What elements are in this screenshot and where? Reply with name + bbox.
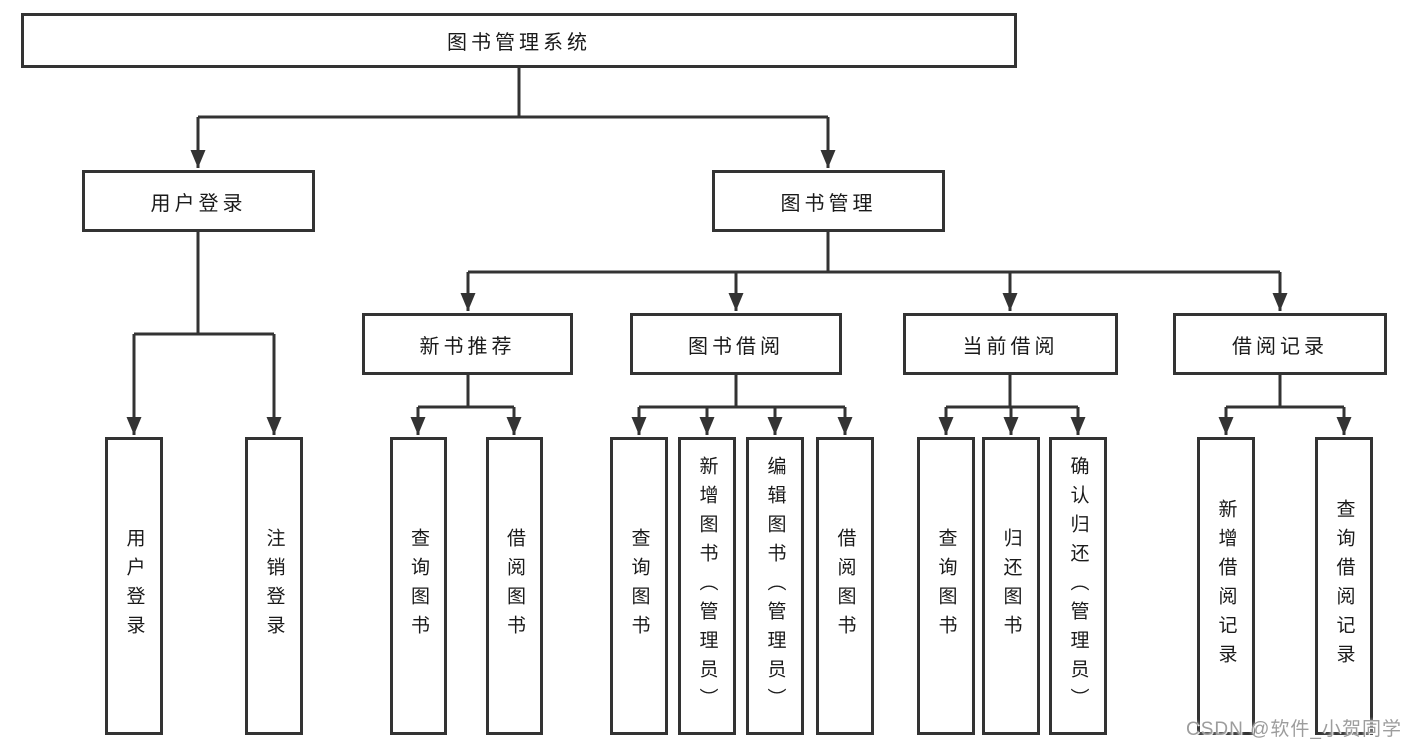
node-leaf-logout: 注销登录 [245,437,303,735]
node-leaf-edit-books-admin: 编辑图书（管理员） [746,437,804,735]
node-leaf-user-login: 用户登录 [105,437,163,735]
node-borrowing-records: 借阅记录 [1173,313,1387,375]
node-current-borrowing: 当前借阅 [903,313,1118,375]
node-leaf-query-books-current: 查询图书 [917,437,975,735]
node-leaf-query-borrow-record: 查询借阅记录 [1315,437,1373,735]
arrow-lines [126,117,1352,435]
node-root-library-system: 图书管理系统 [21,13,1017,68]
node-leaf-return-books: 归还图书 [982,437,1040,735]
node-leaf-confirm-return-admin: 确认归还（管理员） [1049,437,1107,735]
trunk-lines [134,68,1344,409]
node-leaf-query-books-borrowing: 查询图书 [610,437,668,735]
node-leaf-borrow-books-recommend: 借阅图书 [486,437,543,735]
node-leaf-borrow-books-borrowing: 借阅图书 [816,437,874,735]
node-user-login: 用户登录 [82,170,315,232]
node-leaf-add-borrow-record: 新增借阅记录 [1197,437,1255,735]
node-new-book-recommend: 新书推荐 [362,313,573,375]
node-book-management: 图书管理 [712,170,945,232]
node-leaf-query-books-recommend: 查询图书 [390,437,447,735]
node-book-borrowing: 图书借阅 [630,313,842,375]
node-leaf-add-books-admin: 新增图书（管理员） [678,437,736,735]
csdn-watermark: CSDN @软件_小贺同学 [1186,719,1402,740]
